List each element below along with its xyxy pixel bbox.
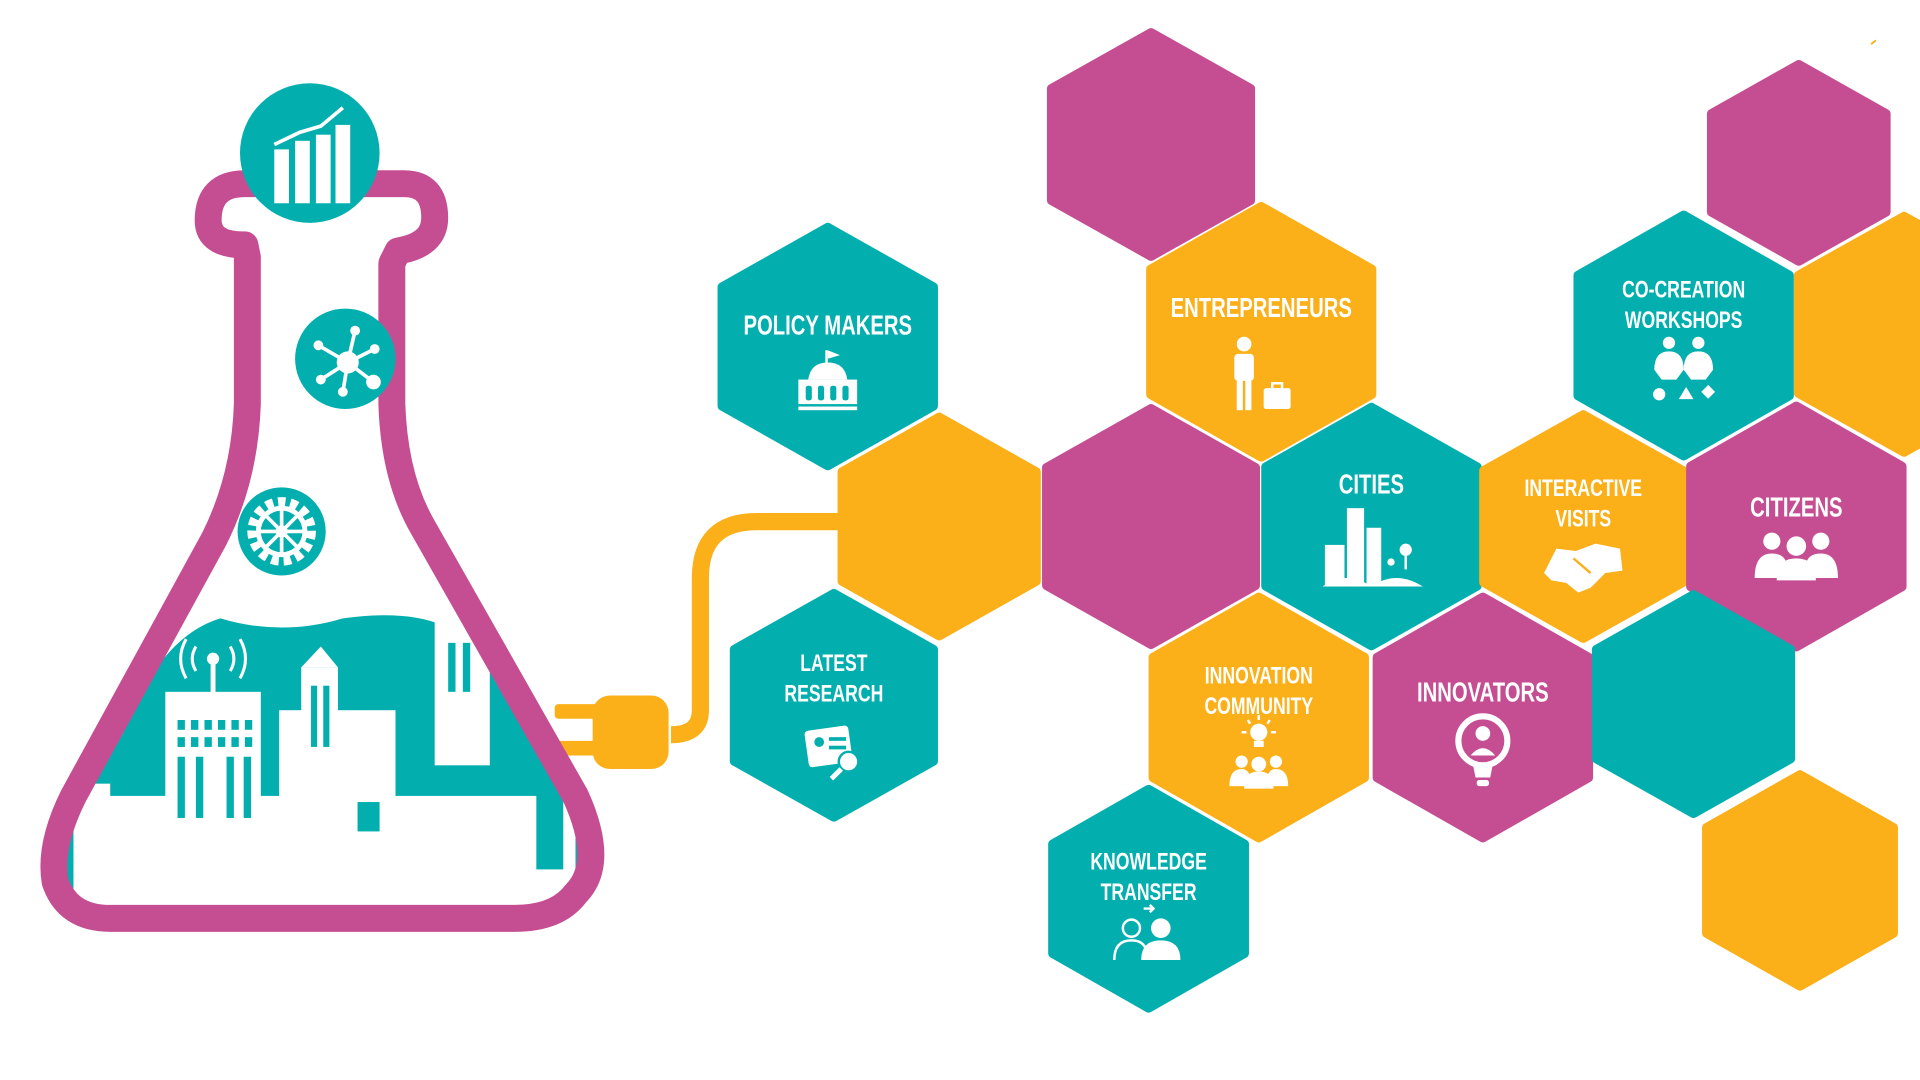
hexagon-shape — [837, 412, 1041, 641]
hexagon-shape — [1591, 590, 1796, 818]
hex-tile-innovators: INNOVATORS — [1372, 592, 1594, 843]
hex-tile-empty — [1591, 590, 1796, 818]
tile-label: VISITS — [1555, 505, 1611, 533]
tile-label: TRANSFER — [1101, 878, 1197, 906]
tile-label: CITIZENS — [1750, 493, 1842, 524]
knowledge-transfer-icon — [1113, 904, 1181, 961]
network-icon — [295, 308, 396, 409]
plug-prong — [554, 740, 604, 756]
plug-icon — [592, 695, 669, 769]
hexagon-shape — [717, 222, 938, 471]
hex-tile-entrepreneurs: ENTREPRENEURS — [1146, 202, 1377, 462]
tile-label: INTERACTIVE — [1525, 474, 1643, 502]
handshake-icon — [1544, 543, 1623, 593]
hexagon-shape — [1048, 784, 1249, 1013]
hexagon-shape — [1573, 210, 1794, 461]
tile-label: INNOVATORS — [1417, 678, 1549, 709]
hexagon-shape — [1042, 404, 1260, 649]
bar-chart-icon — [240, 83, 380, 223]
research-icon — [804, 725, 860, 781]
plug-prong — [554, 704, 604, 719]
cable — [670, 513, 858, 744]
hex-tile-citizens: CITIZENS — [1686, 401, 1907, 652]
tile-label: COMMUNITY — [1204, 692, 1313, 720]
tile-label: CITIES — [1339, 469, 1404, 500]
hexagon-shape — [1793, 211, 1920, 457]
lightbulb-icon — [1455, 713, 1511, 787]
hex-tile-interactive-visits: INTERACTIVE VISITS — [1479, 410, 1688, 643]
tile-label: RESEARCH — [784, 680, 883, 708]
people-group-icon — [1754, 532, 1838, 581]
tile-label: ENTREPRENEURS — [1171, 293, 1352, 324]
tile-label: INNOVATION — [1205, 661, 1313, 689]
hex-tile-empty — [1046, 28, 1256, 261]
tile-label: CO-CREATION — [1622, 276, 1745, 304]
tile-label: POLICY MAKERS — [744, 310, 912, 341]
decorative-mark — [1870, 39, 1877, 45]
hexagon-shape — [729, 588, 938, 822]
hex-tile-empty — [837, 412, 1041, 641]
tile-label: LATEST — [800, 649, 867, 677]
buildings-icon — [1322, 508, 1423, 587]
hex-tile-cities: CITIES — [1261, 402, 1482, 651]
hexagon-shape — [1702, 770, 1898, 991]
hexagon-shape — [1686, 401, 1907, 652]
hexagon-shape — [1146, 202, 1377, 462]
hex-tile-empty — [1706, 59, 1891, 266]
power-plug-cable — [554, 513, 858, 769]
hex-tile-latest-research: LATEST RESEARCH — [729, 588, 938, 822]
tile-label: KNOWLEDGE — [1090, 848, 1207, 876]
tile-label: WORKSHOPS — [1625, 306, 1743, 334]
hex-tile-empty — [1042, 404, 1260, 649]
hex-tile-empty — [1793, 211, 1920, 457]
city-skyline-icon — [53, 615, 591, 919]
hexagon-shape — [1706, 59, 1891, 266]
hexagon-shape — [1261, 402, 1482, 651]
gear-icon — [237, 487, 326, 576]
hexagon-grid: POLICY MAKERS LATEST RESEARCH ENTREPRENEURS… — [717, 28, 1920, 1013]
hexagon-shape — [1046, 28, 1256, 261]
hex-tile-innovation-community: INNOVATION COMMUNITY — [1148, 592, 1369, 843]
capitol-icon — [798, 350, 858, 411]
community-icon — [1229, 715, 1289, 789]
flask-icon — [40, 170, 605, 932]
hex-tile-empty — [1702, 770, 1898, 991]
hex-tile-policy-makers: POLICY MAKERS — [717, 222, 938, 471]
businessman-icon — [1234, 336, 1291, 411]
hexagon-shape — [1479, 410, 1688, 643]
